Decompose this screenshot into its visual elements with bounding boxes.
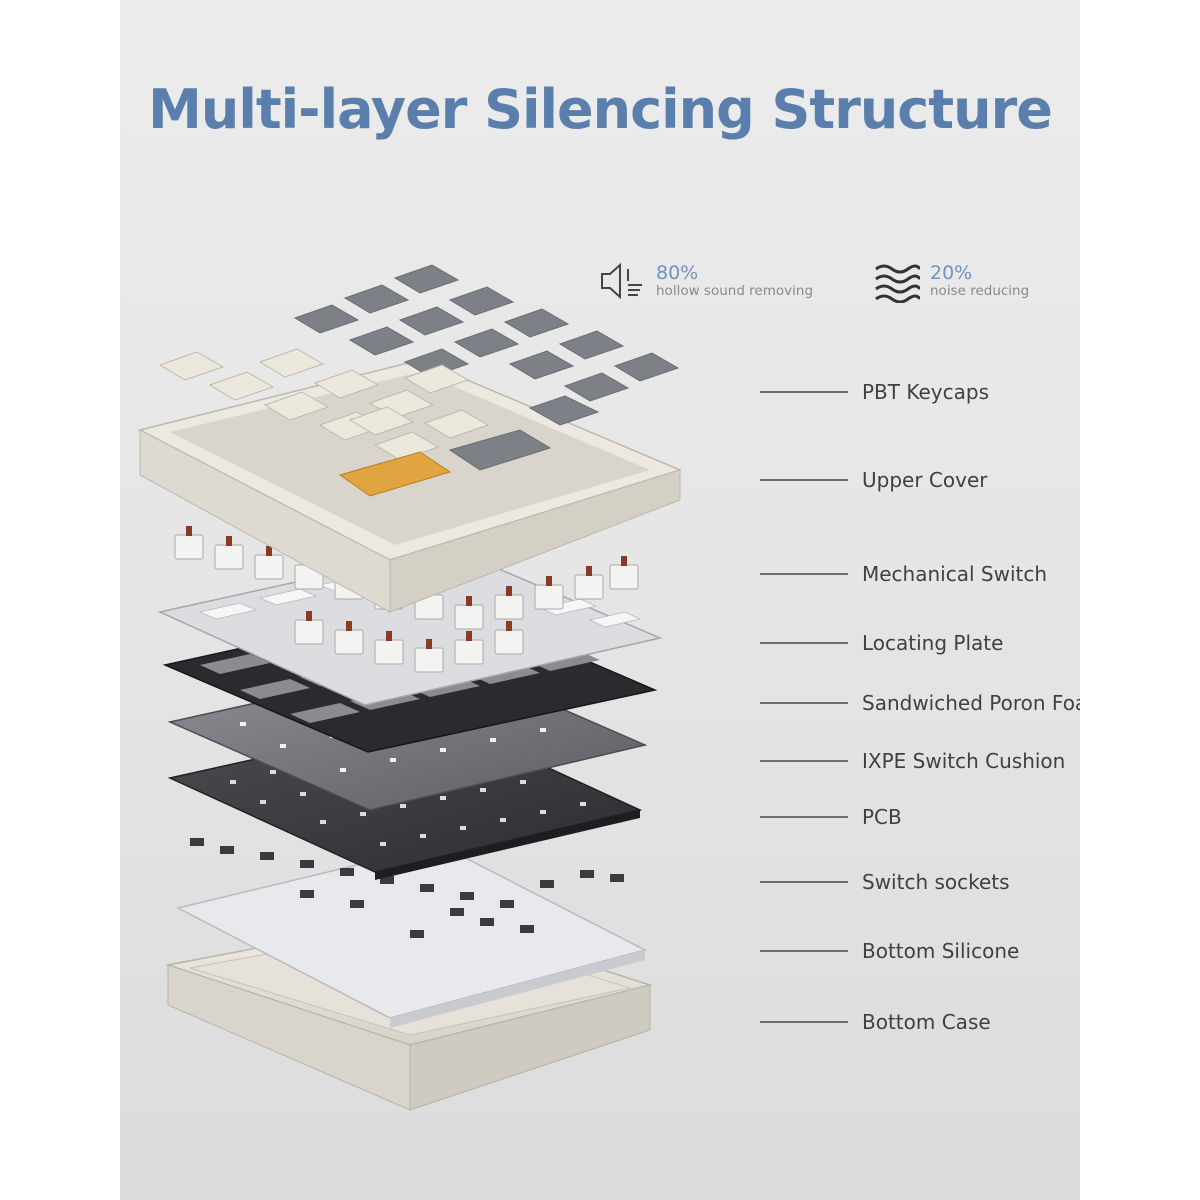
leader-line [760, 479, 848, 481]
sound-waves-icon [875, 264, 920, 303]
layer-label: Mechanical Switch [862, 562, 1048, 586]
layer-label-row: IXPE Switch Cushion [760, 749, 1065, 773]
layer-label: PBT Keycaps [862, 380, 989, 404]
exploded-keyboard-illustration [137, 264, 683, 1111]
layer-label: Locating Plate [862, 631, 1004, 655]
page-title: Multi-layer Silencing Structure [148, 78, 1053, 141]
leader-line [760, 816, 848, 818]
stat-hollow-sound: 80% hollow sound removing [598, 256, 813, 306]
layer-label: IXPE Switch Cushion [862, 749, 1066, 773]
layer-label-row: Upper Cover [760, 468, 987, 492]
layer-label-row: Mechanical Switch [760, 562, 1047, 586]
layer-label: Bottom Silicone [862, 939, 1020, 963]
leader-line [760, 1021, 848, 1023]
stat-noise-reducing: 20% noise reducing [872, 256, 1029, 306]
leader-line [760, 950, 848, 952]
leader-line [760, 881, 848, 883]
leader-line [760, 760, 848, 762]
layer-label-row: Bottom Case [760, 1010, 991, 1034]
leader-line [760, 391, 848, 393]
pbt-keycaps-layer [158, 264, 680, 497]
stat-percent: 80% [656, 262, 699, 284]
layer-label-row: Switch sockets [760, 870, 1010, 894]
layer-label-row: Bottom Silicone [760, 939, 1019, 963]
leader-line [760, 702, 848, 704]
layer-label: Switch sockets [862, 870, 1010, 894]
stat-description: hollow sound removing [656, 283, 814, 299]
switch-sockets-layer [190, 838, 624, 938]
layer-label-row: Sandwiched Poron Foam [760, 691, 1080, 715]
layer-label-row: Locating Plate [760, 631, 1003, 655]
layer-label: Sandwiched Poron Foam [862, 691, 1080, 715]
layer-label: Upper Cover [862, 468, 988, 492]
layer-label: PCB [862, 805, 902, 829]
layer-label: Bottom Case [862, 1010, 991, 1034]
layer-label-row: PCB [760, 805, 902, 829]
leader-line [760, 642, 848, 644]
product-panel: Multi-layer Silencing Structure 80% holl… [120, 0, 1080, 1200]
stat-description: noise reducing [930, 283, 1030, 299]
layer-label-row: PBT Keycaps [760, 380, 989, 404]
stat-percent: 20% [930, 262, 973, 284]
speaker-mute-icon [601, 262, 642, 300]
leader-line [760, 573, 848, 575]
